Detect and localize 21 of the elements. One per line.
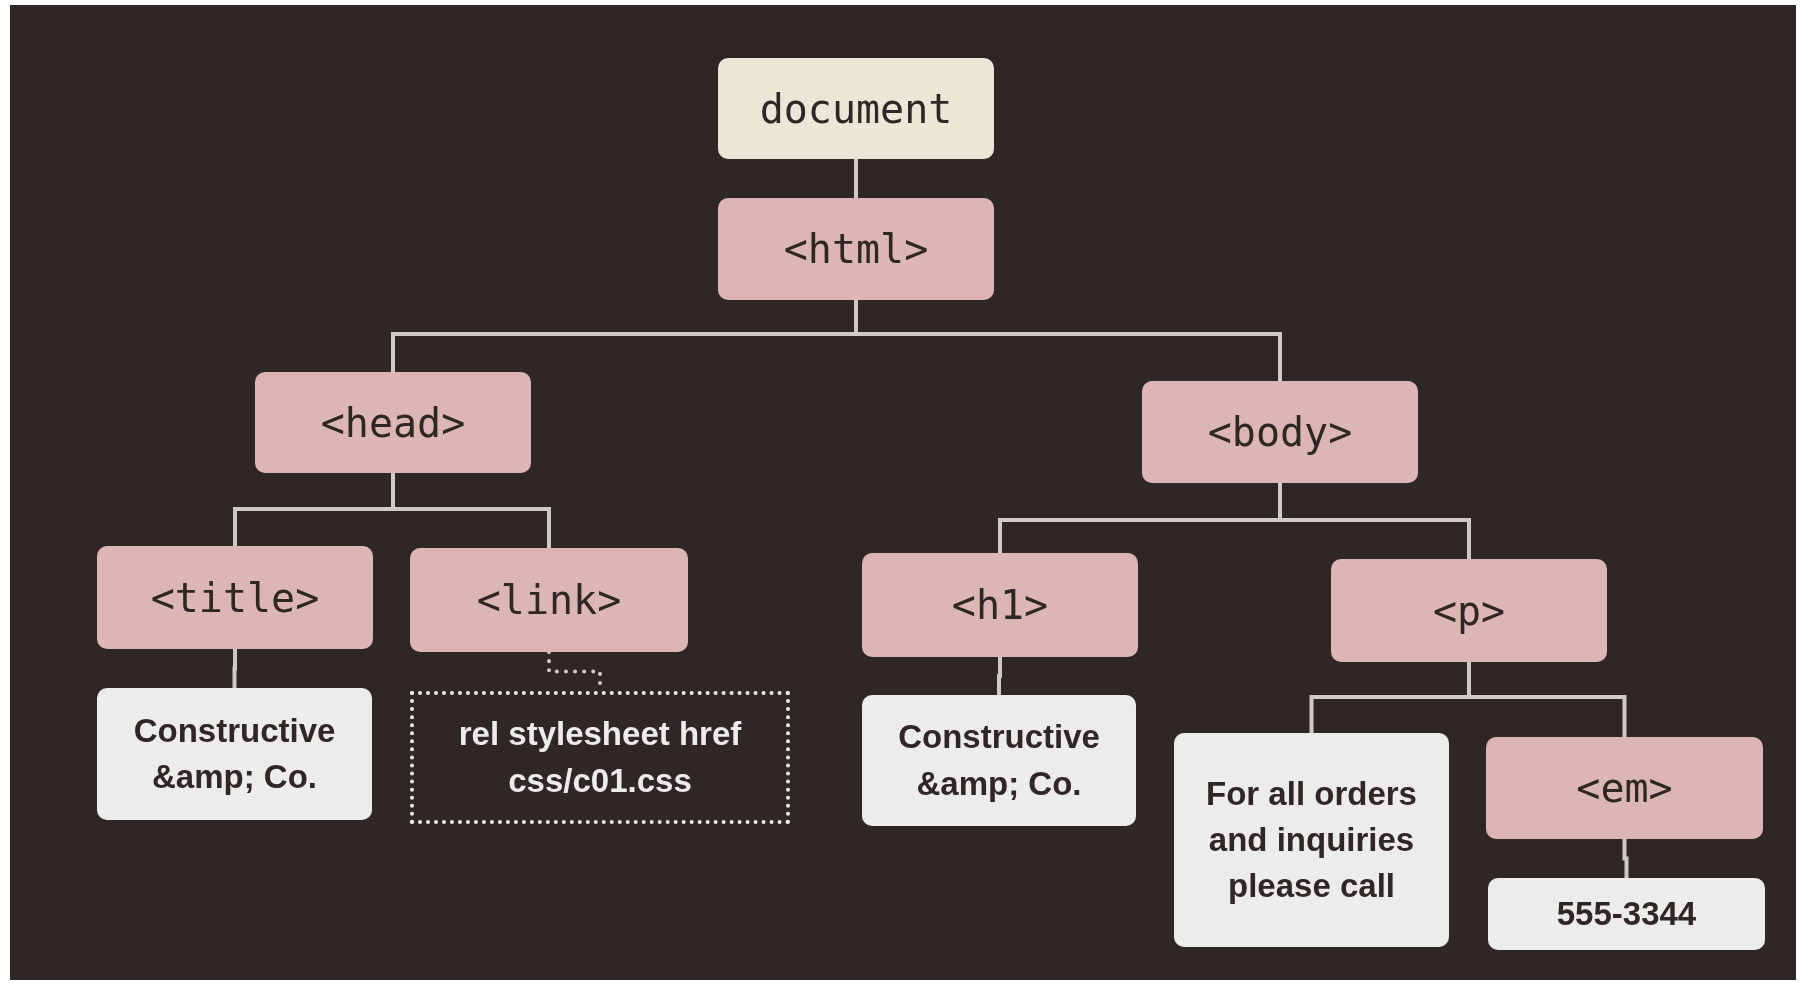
connector-line [232, 649, 237, 688]
connector-line [1278, 483, 1471, 559]
text-node-box: Constructive &amp; Co. [862, 695, 1136, 826]
text-node-box: Constructive &amp; Co. [97, 688, 372, 820]
element-box: <em> [1486, 737, 1763, 839]
connector-line [997, 657, 1002, 695]
connector-line [854, 300, 1282, 381]
text-node-box: For all orders and inquiries please call [1174, 733, 1449, 947]
text-node-box: 555-3344 [1488, 878, 1765, 950]
element-box: <p> [1331, 559, 1607, 662]
element-box: <body> [1142, 381, 1418, 483]
element-box: <head> [255, 372, 531, 473]
connector-line [391, 473, 551, 548]
connector-line [1622, 839, 1629, 878]
element-box: <title> [97, 546, 373, 649]
connector-line [854, 159, 858, 198]
element-box: <h1> [862, 553, 1138, 657]
attribute-box: rel stylesheet href css/c01.css [410, 691, 790, 824]
document-box: document [718, 58, 994, 159]
element-box: <html> [718, 198, 994, 300]
element-box: <link> [410, 548, 688, 652]
